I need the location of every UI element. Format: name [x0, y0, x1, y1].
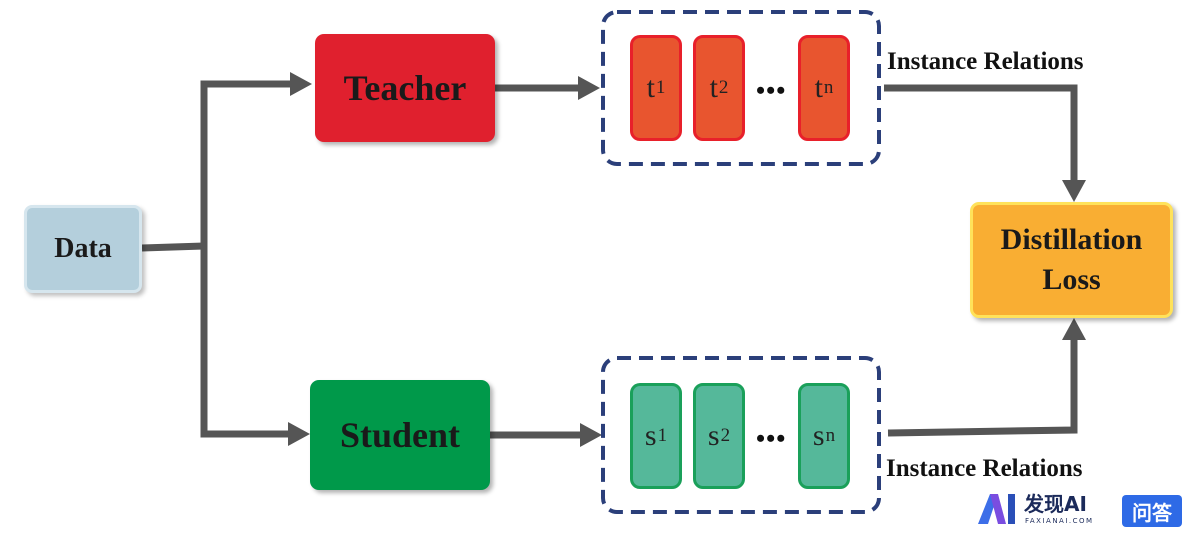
cell-symbol: s	[644, 419, 657, 452]
student-relations-line	[887, 338, 1078, 437]
student-relations-label: Instance Relations	[886, 455, 1083, 482]
cell-subscript: 2	[718, 77, 729, 98]
arrowhead-student	[288, 422, 310, 446]
cell-symbol: s	[812, 419, 825, 452]
cell-symbol: t	[709, 71, 718, 104]
cell-subscript: 2	[720, 425, 731, 446]
loss-label-line2: Loss	[1042, 263, 1101, 296]
teacher-ellipsis: •••	[756, 76, 787, 105]
arrowhead-loss-top	[1062, 180, 1086, 202]
loss-label-line1: Distillation	[1000, 223, 1143, 256]
data-to-split-line	[141, 242, 205, 252]
arrowhead-loss-bottom	[1062, 318, 1086, 340]
watermark-brand: 发现AI	[1024, 492, 1087, 516]
student-label: Student	[339, 415, 461, 455]
teacher-node: Teacher	[315, 34, 495, 142]
cell-symbol: t	[646, 71, 655, 104]
student-outputs-group	[601, 356, 881, 514]
distillation-loss-node: Distillation Loss	[970, 202, 1173, 318]
split-to-teacher-line	[200, 80, 292, 250]
data-node: Data	[24, 205, 142, 293]
teacher-relations-label: Instance Relations	[887, 48, 1084, 75]
cell-subscript: 1	[657, 425, 668, 446]
arrowhead-student-outputs	[580, 423, 602, 447]
cell-subscript: n	[823, 77, 834, 98]
cell-symbol: t	[814, 71, 823, 104]
student-ellipsis: •••	[756, 424, 787, 453]
teacher-relations-line	[884, 84, 1078, 182]
split-to-student-line	[200, 244, 290, 438]
cell-subscript: 1	[655, 77, 666, 98]
watermark-domain: FAXIANAI.COM	[1025, 517, 1094, 525]
cell-symbol: s	[707, 419, 720, 452]
cell-subscript: n	[825, 425, 836, 446]
teacher-label: Teacher	[343, 68, 467, 108]
brand-logo-icon	[978, 494, 1015, 524]
student-node: Student	[310, 380, 490, 490]
arrowhead-teacher	[290, 72, 312, 96]
data-label: Data	[54, 233, 112, 264]
teacher-outputs-group	[601, 10, 881, 166]
arrowhead-teacher-outputs	[578, 76, 600, 100]
watermark-badge: 问答	[1122, 495, 1182, 527]
